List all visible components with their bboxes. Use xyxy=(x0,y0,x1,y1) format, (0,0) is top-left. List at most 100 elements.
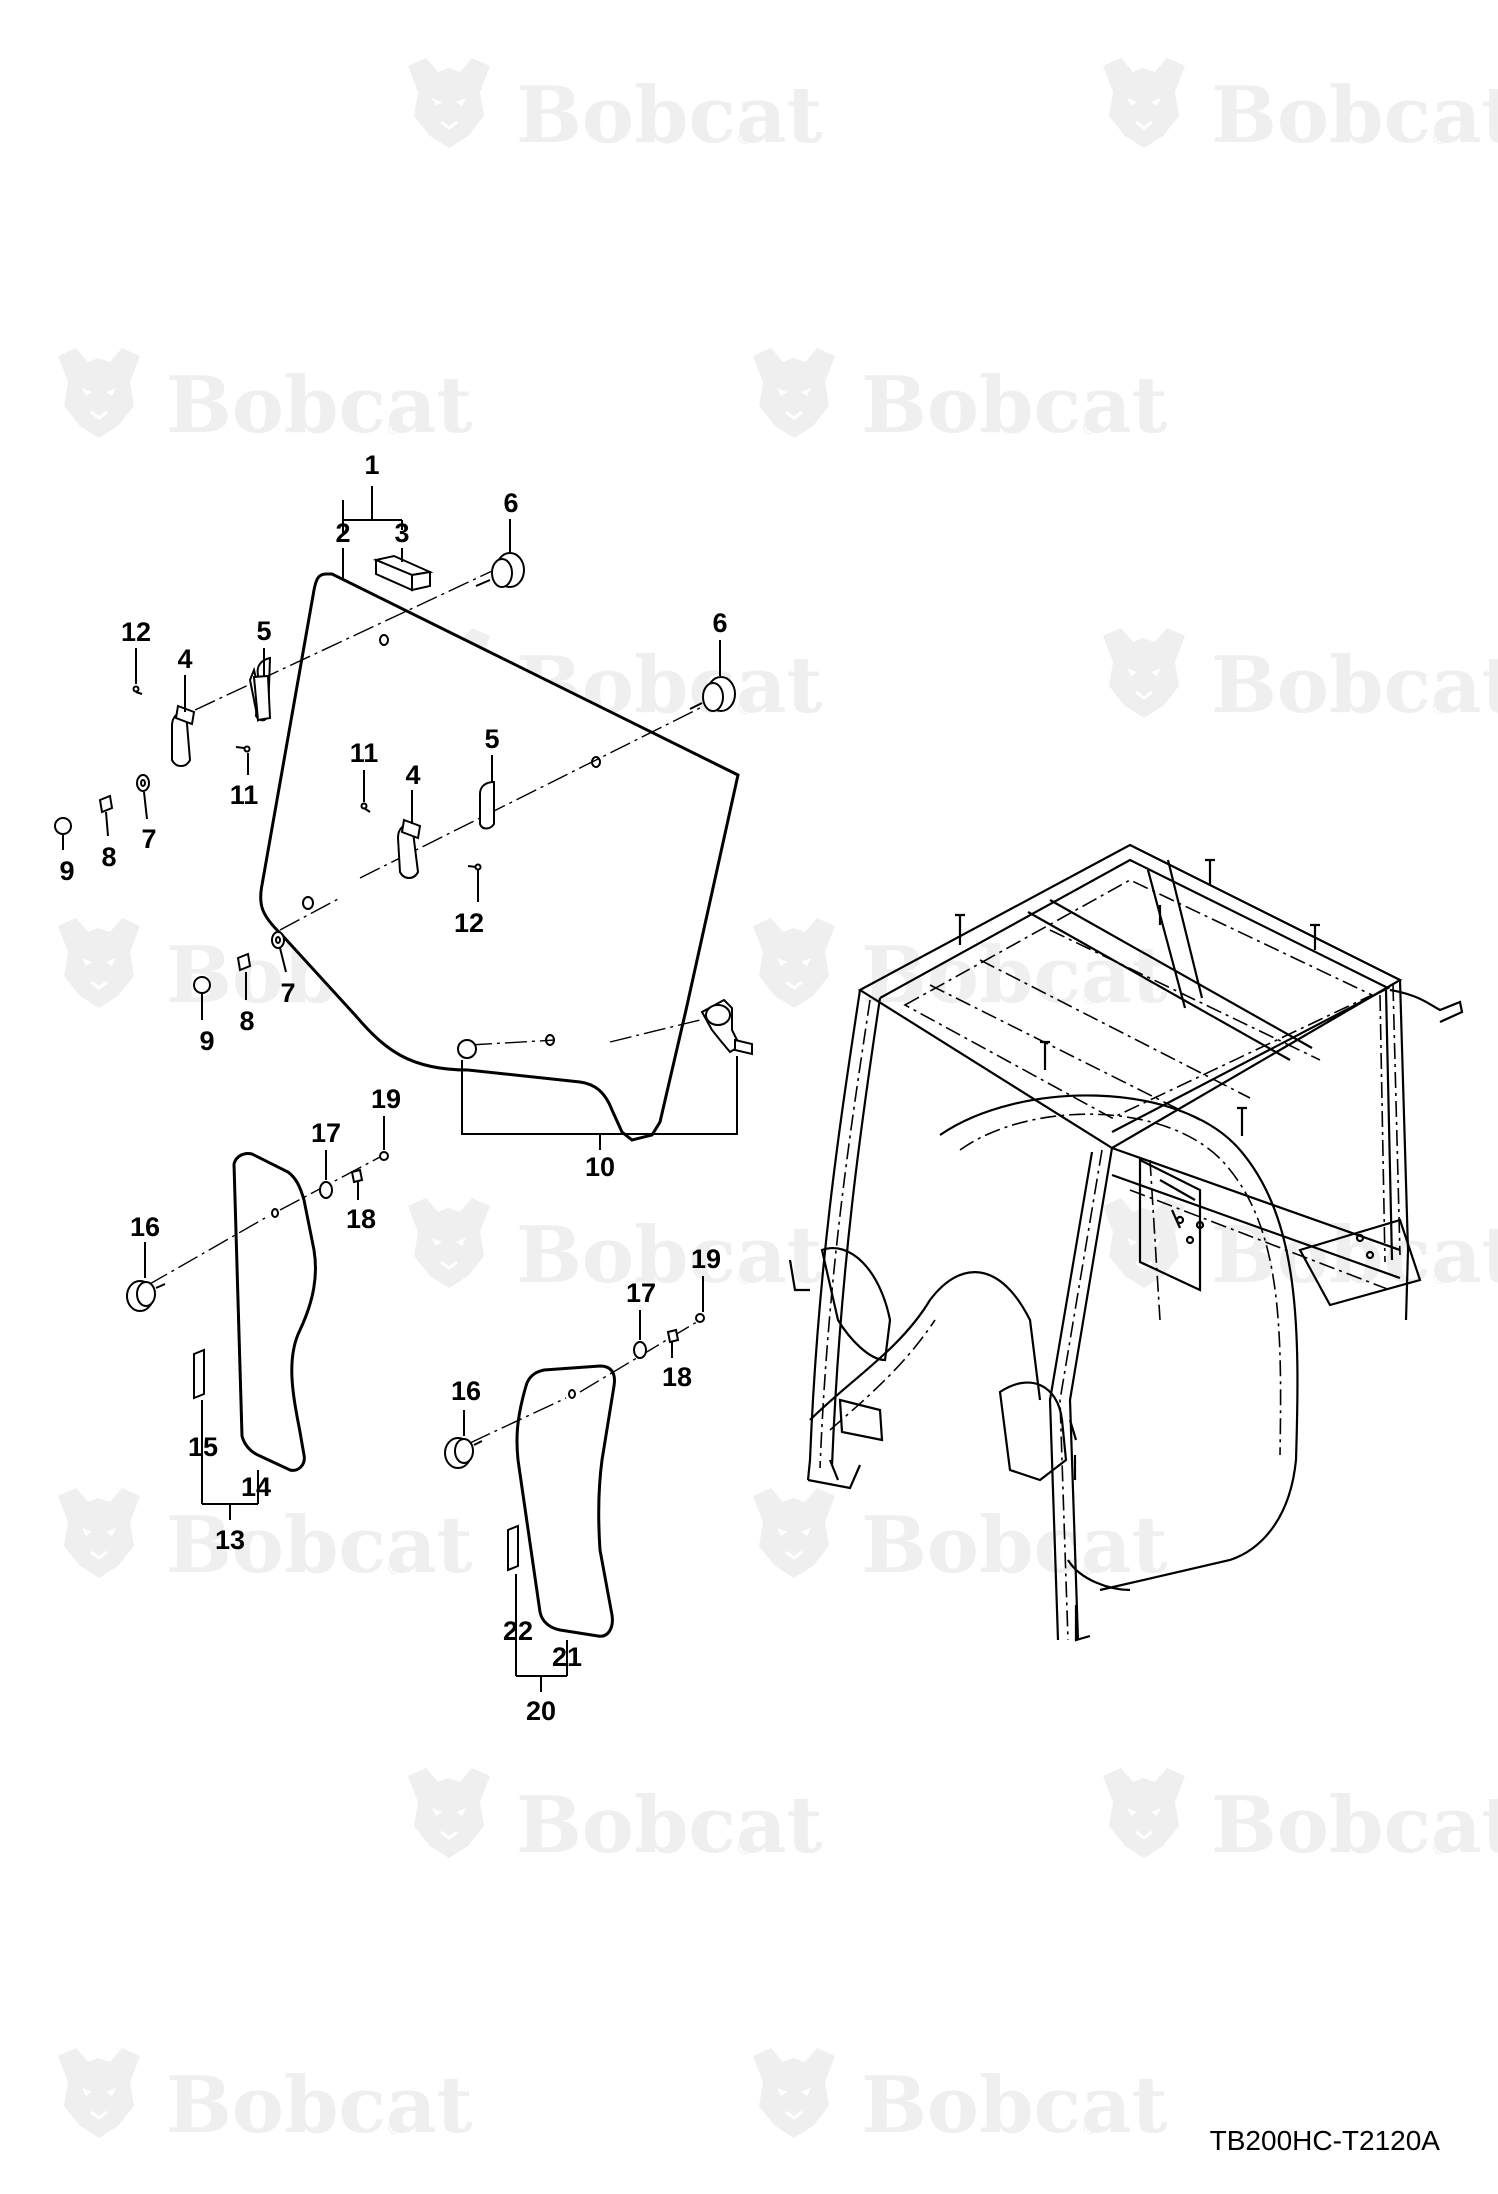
callout-11: 11 xyxy=(230,780,259,810)
watermark-text: Bobcat xyxy=(861,360,1168,451)
watermark: Bobcat ® xyxy=(751,346,1168,451)
bobcat-logo-icon xyxy=(406,1196,492,1290)
watermark-text: Bobcat xyxy=(166,1500,473,1591)
callout-7: 7 xyxy=(141,824,156,854)
callout-14: 14 xyxy=(241,1472,271,1502)
washer xyxy=(633,1341,647,1359)
bobcat-logo-icon xyxy=(1101,1766,1187,1860)
watermark: Bobcat ® xyxy=(56,1486,473,1591)
bobcat-logo-icon xyxy=(751,346,837,440)
rubber-mount-knob xyxy=(689,676,736,712)
watermark: Bobcat ® xyxy=(406,1196,823,1301)
rear-window-assembly xyxy=(54,552,753,1142)
cap xyxy=(379,1151,389,1161)
watermark-text: Bobcat xyxy=(1211,640,1498,731)
callout-9: 9 xyxy=(199,1026,214,1056)
callout-8: 8 xyxy=(101,842,116,872)
callout-15: 15 xyxy=(188,1432,218,1462)
watermark: Bobcat ® xyxy=(1101,1766,1498,1871)
callout-6: 6 xyxy=(503,488,518,518)
callout-4: 4 xyxy=(405,760,420,790)
watermark-text: Bobcat xyxy=(1211,70,1498,161)
cap xyxy=(695,1313,705,1323)
bobcat-logo-icon xyxy=(1101,56,1187,150)
bobcat-logo-icon xyxy=(56,346,142,440)
watermark-registered-mark: ® xyxy=(1083,418,1096,438)
seal-strip xyxy=(193,1348,205,1400)
watermark-layer: Bobcat ® Bobcat ® Bobcat ® Bobcat ® Bobc… xyxy=(56,56,1498,2151)
hinge-plate xyxy=(479,780,495,830)
nut xyxy=(98,794,114,814)
callout-21: 21 xyxy=(552,1642,582,1672)
watermark-registered-mark: ® xyxy=(1083,988,1096,1008)
watermark: Bobcat ® xyxy=(406,1766,823,1871)
callout-13: 13 xyxy=(215,1525,245,1555)
callouts: 1 2 3 6 6 12 4 5 11 9 8 7 11 5 4 12 9 8 … xyxy=(59,450,727,1726)
watermark-registered-mark: ® xyxy=(1433,128,1446,148)
watermark-text: Bobcat xyxy=(516,70,823,161)
bobcat-logo-icon xyxy=(1101,626,1187,720)
latch-pin-head xyxy=(457,1039,477,1059)
watermark: Bobcat ® xyxy=(751,1486,1168,1591)
watermark-text: Bobcat xyxy=(861,2060,1168,2151)
callout-20: 20 xyxy=(526,1696,556,1726)
callout-18: 18 xyxy=(346,1204,376,1234)
rear-window-glass xyxy=(259,572,740,1142)
watermark: Bobcat ® xyxy=(56,2046,473,2151)
callout-3: 3 xyxy=(394,518,409,548)
washer xyxy=(319,1181,333,1199)
bobcat-logo-icon xyxy=(751,1486,837,1580)
seal-strip xyxy=(507,1524,519,1572)
watermark: Bobcat ® xyxy=(406,56,823,161)
watermark-text: Bobcat xyxy=(166,360,473,451)
leader-lines xyxy=(62,486,738,1692)
callout-4: 4 xyxy=(177,644,192,674)
seal-strip xyxy=(372,554,434,592)
bobcat-logo-icon xyxy=(56,2046,142,2140)
callout-18: 18 xyxy=(662,1362,692,1392)
callout-2: 2 xyxy=(335,518,350,548)
hinge-leaf xyxy=(396,822,420,879)
watermark-text: Bobcat xyxy=(166,2060,473,2151)
bobcat-logo-icon xyxy=(56,916,142,1010)
callout-12: 12 xyxy=(121,617,151,647)
watermark-registered-mark: ® xyxy=(388,1558,401,1578)
watermark: Bobcat ® xyxy=(751,916,1168,1021)
bobcat-logo-icon xyxy=(751,916,837,1010)
side-window-upper xyxy=(126,1151,389,1472)
callout-8: 8 xyxy=(239,1006,254,1036)
watermark-registered-mark: ® xyxy=(388,2118,401,2138)
bobcat-logo-icon xyxy=(751,2046,837,2140)
callout-19: 19 xyxy=(371,1084,401,1114)
side-window-lower xyxy=(444,1313,705,1638)
nut xyxy=(236,952,252,972)
callout-7: 7 xyxy=(280,978,295,1008)
callout-11: 11 xyxy=(350,738,379,768)
watermark: Bobcat ® xyxy=(1101,1196,1498,1301)
rubber-mount-knob xyxy=(475,552,525,588)
hinge-leaf xyxy=(171,710,192,767)
drawing-code: TB200HC-T2120A xyxy=(1210,2125,1441,2156)
bobcat-logo-icon xyxy=(406,56,492,150)
callout-6: 6 xyxy=(712,608,727,638)
nut xyxy=(666,1328,680,1344)
watermark: Bobcat ® xyxy=(56,346,473,451)
watermark-registered-mark: ® xyxy=(738,1838,751,1858)
watermark-registered-mark: ® xyxy=(738,1268,751,1288)
watermark-text: Bobcat xyxy=(516,1210,823,1301)
watermark: Bobcat ® xyxy=(1101,56,1498,161)
watermark-text: Bobcat xyxy=(516,1780,823,1871)
bobcat-logo-icon xyxy=(56,1486,142,1580)
cab-frame xyxy=(788,843,1464,1642)
callout-12: 12 xyxy=(454,908,484,938)
callout-9: 9 xyxy=(59,856,74,886)
cap xyxy=(193,976,211,994)
watermark-text: Bobcat xyxy=(1211,1210,1498,1301)
callout-5: 5 xyxy=(256,616,271,646)
watermark: Bobcat ® xyxy=(1101,626,1498,731)
callout-17: 17 xyxy=(311,1118,341,1148)
cap xyxy=(54,817,72,835)
bobcat-logo-icon xyxy=(406,1766,492,1860)
watermark-registered-mark: ® xyxy=(1083,2118,1096,2138)
